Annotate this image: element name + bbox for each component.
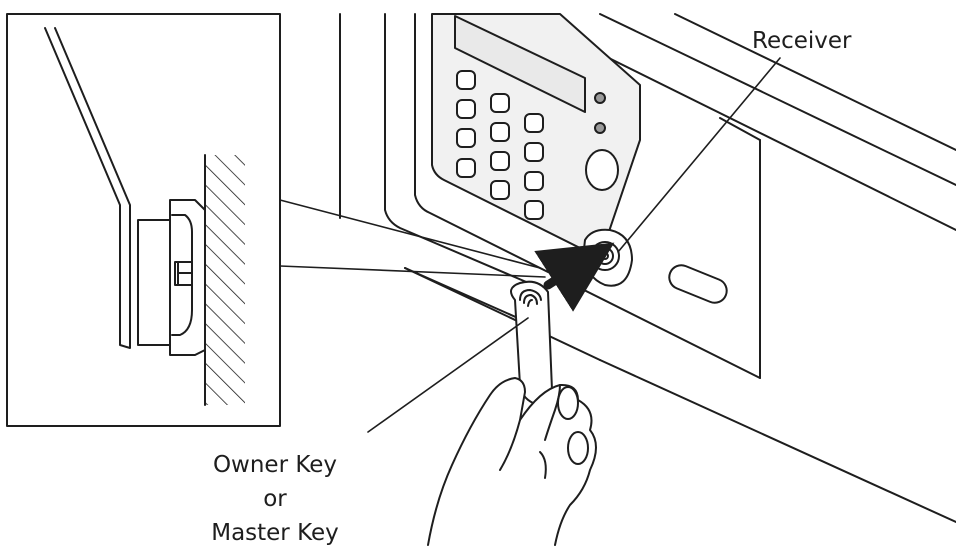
keypad-button [456, 99, 476, 119]
keypad-button [490, 180, 510, 200]
keypad-button [524, 142, 544, 162]
key-label: Owner Key or Master Key [180, 448, 370, 550]
detail-inset [6, 13, 281, 427]
zoom-line-bottom [279, 265, 546, 278]
keypad-button [490, 93, 510, 113]
keypad-button [456, 70, 476, 90]
indicator-light [594, 92, 606, 104]
keypad-button [524, 171, 544, 191]
receiver-label: Receiver [752, 28, 852, 54]
keypad-button [524, 200, 544, 220]
door-handle [668, 264, 728, 304]
wall-hatch [205, 155, 245, 405]
indicator-light [594, 122, 606, 134]
keypad-button [490, 122, 510, 142]
display-screen [454, 15, 586, 113]
zoom-line-top [279, 199, 541, 269]
key-label-line-1: Owner Key [212, 452, 338, 478]
keypad-button [524, 113, 544, 133]
hand-drawing [427, 377, 597, 546]
receiver-leader-line [617, 57, 781, 253]
control-panel [431, 13, 641, 259]
key-label-line-3: Master Key [211, 520, 339, 546]
keypad-button [456, 128, 476, 148]
keypad [456, 70, 544, 220]
receiver-lock [583, 228, 633, 287]
keypad-button [456, 158, 476, 178]
key-label-line-2: or [263, 486, 287, 512]
insert-arrow [534, 242, 615, 312]
round-button [585, 149, 619, 191]
keypad-button [490, 151, 510, 171]
key-leader-line [367, 317, 529, 433]
receiver-body [137, 219, 171, 346]
